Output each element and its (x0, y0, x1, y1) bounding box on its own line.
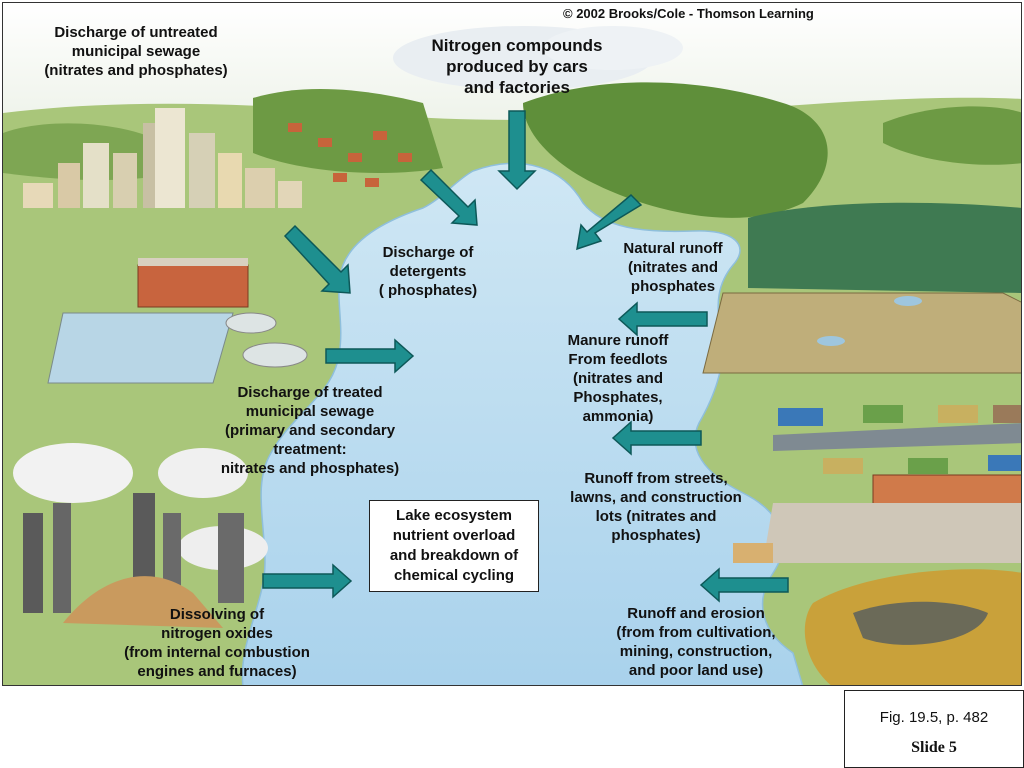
treatment-plant (47, 258, 308, 384)
farm-and-feedlot (702, 202, 1021, 374)
label-detergents: Discharge of detergents ( phosphates) (378, 244, 478, 299)
figure-reference-box: Fig. 19.5, p. 482 Slide 5 (844, 690, 1024, 768)
label-streets-runoff: Runoff from streets, lawns, and construc… (570, 470, 742, 544)
flow-arrows (262, 110, 789, 603)
arrow-manure-runoff (617, 301, 708, 337)
arrow-erosion-runoff (699, 567, 789, 603)
copyright-notice: © 2002 Brooks/Cole - Thomson Learning (563, 6, 814, 21)
figure-reference: Fig. 19.5, p. 482 (879, 709, 989, 726)
arrow-treated-sewage (325, 338, 415, 374)
scene-illustration (3, 3, 1021, 685)
factory (13, 443, 268, 628)
label-untreated-sewage: Discharge of untreated municipal sewage … (44, 24, 228, 79)
forest-hill (883, 106, 1021, 165)
suburb (773, 405, 1021, 474)
cloud (543, 26, 683, 70)
label-erosion-runoff: Runoff and erosion (from from cultivatio… (616, 605, 776, 679)
label-manure-runoff: Manure runoff From feedlots (nitrates an… (567, 332, 669, 425)
forest-hill (523, 82, 828, 218)
label-treated-sewage: Discharge of treated municipal sewage (p… (220, 384, 400, 477)
arrow-nitrogen-compounds (497, 110, 537, 191)
arrow-streets-runoff (611, 420, 702, 456)
label-natural-runoff: Natural runoff (nitrates and phosphates (623, 240, 723, 295)
slide-number: Slide 5 (911, 739, 957, 756)
lake-ecosystem-text: Lake ecosystem nutrient overload and bre… (389, 507, 519, 584)
arrow-nitrogen-oxides (262, 563, 353, 599)
construction-lot (733, 474, 1021, 563)
city-skyline (23, 108, 302, 208)
arrow-detergents (419, 168, 478, 226)
hillside-houses (288, 123, 412, 187)
open-pit-mine (804, 569, 1021, 685)
arrow-untreated-sewage (283, 224, 351, 294)
forest-hill (253, 88, 443, 173)
lake-ecosystem-box: Lake ecosystem nutrient overload and bre… (369, 500, 539, 592)
arrow-natural-runoff (576, 193, 643, 251)
lake-pollution-diagram: © 2002 Brooks/Cole - Thomson Learning Di… (2, 2, 1022, 686)
label-nitrogen-compounds: Nitrogen compounds produced by cars and … (431, 36, 603, 97)
label-nitrogen-oxides: Dissolving of nitrogen oxides (from inte… (124, 606, 310, 680)
